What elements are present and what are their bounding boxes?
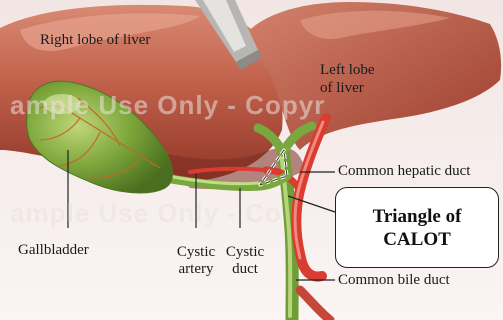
callout-line-2: CALOT — [383, 228, 451, 251]
left-lobe-label-line-1: Left lobe — [320, 62, 375, 79]
right-lobe-label: Right lobe of liver — [40, 32, 150, 49]
common-bile-duct-label: Common bile duct — [338, 272, 450, 289]
gallbladder-label: Gallbladder — [18, 242, 89, 259]
cystic-duct-label-line-1: Cystic — [222, 244, 268, 261]
cystic-duct-label-line-2: duct — [222, 261, 268, 278]
watermark-line-2: ample Use Only - Co — [10, 198, 282, 229]
left-lobe-label-line-2: of liver — [320, 80, 364, 97]
cystic-artery-label-line-2: artery — [172, 261, 220, 278]
callout-line-1: Triangle of — [373, 205, 462, 228]
watermark-line-1: ample Use Only - Copyr — [10, 90, 325, 121]
cystic-artery-label-line-1: Cystic — [172, 244, 220, 261]
triangle-of-calot-callout: Triangle of CALOT — [335, 187, 499, 268]
common-hepatic-duct-label: Common hepatic duct — [338, 163, 470, 180]
